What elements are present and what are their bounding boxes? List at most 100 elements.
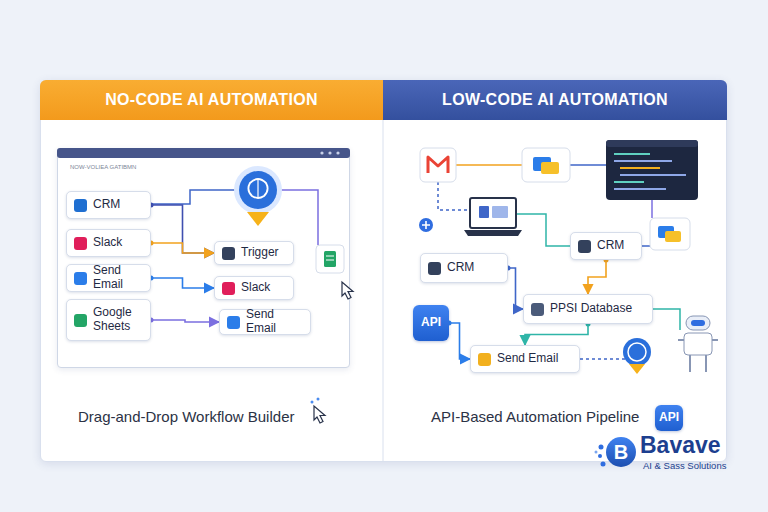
api-badge: API	[413, 305, 449, 341]
app-icon	[74, 314, 87, 327]
node-text: Send Email	[93, 264, 143, 292]
ai-pin-icon-part	[623, 338, 651, 366]
logo-mark: B	[606, 437, 636, 467]
node-text: Send Email	[497, 352, 558, 366]
browser-bar-part	[328, 151, 331, 154]
process-box: Slack	[214, 276, 294, 300]
app-icon	[531, 303, 544, 316]
node-text: Send Email	[246, 308, 303, 336]
folder-icon-part	[522, 148, 570, 182]
app-icon	[227, 316, 240, 329]
robot-icon-part	[691, 320, 705, 326]
laptop-icon	[464, 198, 522, 236]
connector-line	[588, 260, 606, 294]
process-box: PPSI Database	[523, 294, 653, 324]
node-text: Slack	[93, 236, 122, 250]
connector-line	[508, 268, 523, 309]
process-box: Slack	[66, 229, 151, 257]
browser-bar-part	[336, 151, 339, 154]
process-box: Send Email	[470, 345, 580, 373]
decor-wires-part	[580, 358, 625, 360]
sheets-icon	[316, 245, 344, 273]
gmail-icon-part	[428, 157, 448, 173]
ai-pin-icon-part	[629, 364, 645, 374]
node-text: PPSI Database	[550, 302, 632, 316]
process-box: Trigger	[214, 241, 294, 265]
sheets-icon-part	[316, 245, 344, 273]
brand-name: Bavave	[640, 432, 721, 459]
decor-wires-part	[642, 245, 650, 247]
code-screen-part	[606, 140, 698, 147]
node-text: CRM	[447, 261, 474, 275]
ai-brain-icon-part	[239, 171, 277, 209]
app-icon	[578, 240, 591, 253]
laptop-icon-part	[470, 198, 516, 228]
ai-brain-icon-part	[234, 166, 282, 214]
laptop-icon-part	[492, 206, 508, 218]
sheets-icon-part	[326, 256, 334, 257]
laptop-icon-part	[479, 206, 489, 218]
app-icon	[74, 237, 87, 250]
logo-dots-part	[595, 451, 598, 454]
node-text: API	[421, 316, 441, 330]
browser-bar-part	[320, 151, 323, 154]
decor-wires-part	[653, 309, 680, 330]
code-screen	[606, 140, 698, 200]
api-badge: API	[655, 405, 683, 431]
ai-pin-icon	[623, 338, 651, 374]
folder-icon-part	[665, 231, 681, 242]
browser-bar	[57, 148, 350, 158]
brand-tagline: AI & Sass Solutions	[643, 460, 726, 471]
connector	[525, 322, 591, 346]
process-box: Send Email	[66, 264, 151, 292]
decor-wires-part	[651, 200, 653, 218]
process-box: CRM	[570, 232, 642, 260]
plus-icon	[419, 218, 433, 232]
folder-icon-part	[541, 162, 559, 174]
node-text: API	[659, 411, 679, 425]
code-screen-part	[614, 160, 672, 162]
panel-heading: NO-CODE AI AUTOMATION	[40, 80, 383, 120]
logo-dots-part	[601, 462, 606, 467]
app-icon	[428, 262, 441, 275]
decor-wires-part	[570, 164, 606, 166]
ai-brain-icon-part	[257, 180, 258, 198]
code-screen-part	[620, 174, 686, 176]
hand-cursor-part	[311, 401, 314, 404]
robot-icon-part	[684, 333, 712, 355]
logo-dots	[595, 445, 606, 467]
panel-heading: LOW-CODE AI AUTOMATION	[383, 80, 727, 120]
robot-icon	[678, 316, 718, 372]
node-text: Trigger	[241, 246, 279, 260]
panel-caption: Drag-and-Drop Workflow Builder	[78, 408, 338, 430]
decor-wires-part	[456, 164, 522, 166]
robot-icon-part	[686, 316, 710, 330]
code-screen-part	[606, 140, 698, 200]
process-box: Send Email	[219, 309, 311, 335]
folder-icon-part	[650, 218, 690, 250]
node-text: Google Sheets	[93, 306, 143, 334]
code-screen-part	[614, 181, 644, 183]
gmail-icon-part	[420, 148, 456, 182]
connector	[506, 266, 524, 310]
connector	[588, 258, 609, 295]
connector-line	[525, 324, 588, 345]
divider-line	[383, 81, 384, 461]
sheets-icon-part	[324, 251, 336, 267]
ai-pin-icon-part	[628, 343, 646, 361]
decor-wires-part	[517, 214, 570, 246]
sheets-icon-part	[326, 260, 334, 261]
laptop-icon-part	[464, 230, 522, 236]
app-icon	[222, 282, 235, 295]
connector-line	[449, 323, 470, 359]
process-box: Google Sheets	[66, 299, 151, 341]
browser-bar-part	[57, 148, 350, 158]
node-text: CRM	[93, 198, 120, 212]
app-icon	[478, 353, 491, 366]
ai-brain-icon-part	[248, 179, 267, 198]
robot-icon-part	[690, 355, 706, 372]
panel-caption: API-Based Automation Pipeline	[431, 408, 661, 430]
panel-band: LOW-CODE AI AUTOMATION API-Based Automati…	[383, 80, 727, 462]
app-icon	[222, 247, 235, 260]
node-text: CRM	[597, 239, 624, 253]
